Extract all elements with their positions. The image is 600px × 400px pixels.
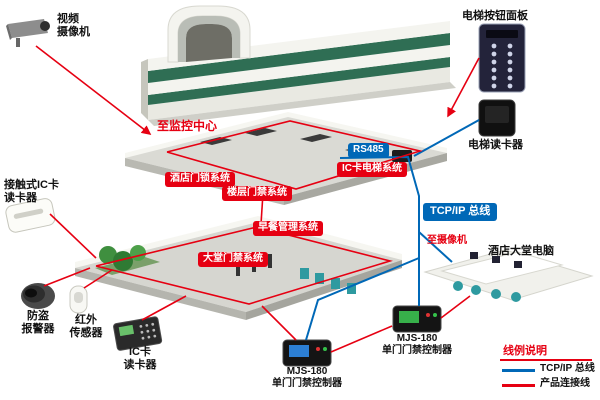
label-controller-bottom: MJS-180 单门门禁控制器 (272, 366, 342, 389)
label-rs485: RS485 (348, 143, 389, 158)
legend-divider (500, 359, 592, 361)
floor-plate-ground (75, 216, 402, 320)
hotel-building-illustration (141, 5, 456, 126)
chair-icon (347, 283, 356, 294)
label-floor-access-system: 楼层门禁系统 (222, 186, 292, 201)
office-chair-icon (491, 289, 501, 299)
tree-icon (113, 251, 133, 271)
gate-post (236, 262, 240, 276)
gate-post (268, 254, 272, 268)
tcpip-bus-lines (305, 119, 480, 341)
label-lobby-computer: 酒店大堂电脑 (488, 245, 554, 257)
tree-icon (130, 245, 146, 261)
chair-icon (300, 268, 309, 279)
office-chair-icon (511, 292, 521, 302)
label-ic-elevator-system: IC卡电梯系统 (337, 162, 407, 177)
door-lock-unit (300, 134, 332, 142)
tree-icon (99, 246, 117, 264)
monitor-icon (470, 252, 478, 259)
ic-card-reader-illustration (113, 316, 163, 351)
legend-tcpip-label: TCP/IP 总线 (540, 363, 595, 374)
legend-title: 线例说明 (503, 345, 547, 357)
label-controller-right: MJS-180 单门门禁控制器 (382, 333, 452, 356)
label-lobby-access-system: 大堂门禁系统 (198, 252, 268, 267)
label-ic-card-reader: IC卡 读卡器 (123, 346, 157, 371)
controller-bottom-illustration (282, 339, 332, 367)
controller-right-illustration (392, 305, 442, 333)
chair-icon (331, 278, 340, 289)
label-video-camera: 视频 摄像机 (57, 13, 90, 38)
label-breakfast-system: 早餐管理系统 (253, 221, 323, 236)
product-connection-lines (35, 45, 480, 353)
door-lock-unit (245, 128, 277, 136)
label-elevator-reader: 电梯读卡器 (468, 139, 523, 151)
label-to-camera: 至摄像机 (427, 235, 467, 246)
office-chair-icon (471, 285, 481, 295)
label-ir-sensor: 红外 传感器 (69, 314, 103, 339)
legend-product-line-swatch (502, 384, 535, 387)
door-lock-unit (200, 137, 232, 145)
alarm-siren-illustration (21, 283, 55, 309)
label-elevator-panel: 电梯按钮面板 (462, 10, 528, 22)
elevator-reader-illustration (478, 99, 516, 137)
contact-ic-reader-illustration (5, 198, 56, 233)
elevator-panel-illustration (478, 23, 526, 93)
legend-product-label: 产品连接线 (540, 378, 590, 389)
label-hotel-lock-system: 酒店门锁系统 (165, 172, 235, 187)
lobby-computer-room-illustration (423, 249, 594, 302)
label-burglar-alarm: 防盗 报警器 (21, 310, 55, 335)
cctv-camera-illustration (6, 19, 50, 47)
monitor-icon (514, 261, 522, 268)
label-tcpip-bus: TCP/IP 总线 (423, 203, 498, 221)
label-contact-ic-reader: 接触式IC卡 读卡器 (4, 179, 59, 204)
chair-icon (315, 273, 324, 284)
monitor-icon (492, 256, 500, 263)
office-chair-icon (453, 281, 463, 291)
legend-tcpip-line-swatch (502, 369, 535, 372)
label-to-monitor-center: 至监控中心 (157, 119, 218, 133)
ir-sensor-illustration (69, 285, 88, 314)
